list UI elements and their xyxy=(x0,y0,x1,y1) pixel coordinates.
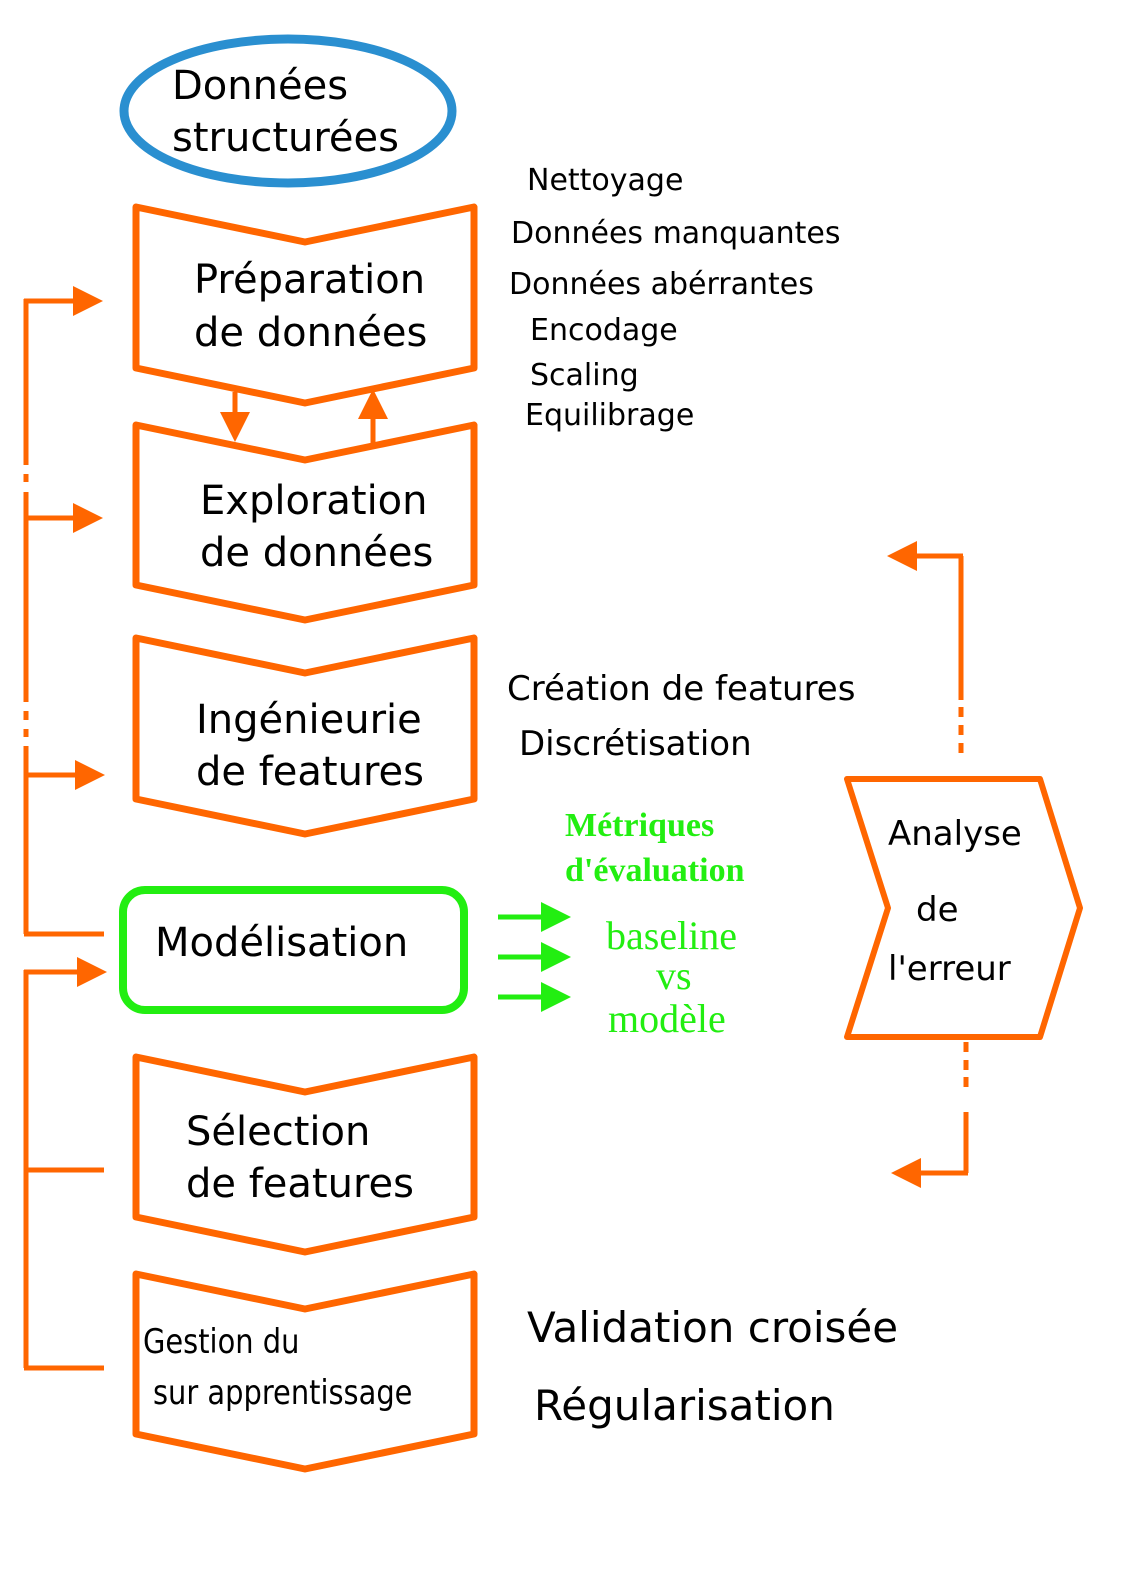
error-analysis-arrows xyxy=(887,541,969,1188)
error-analysis-line2: de xyxy=(916,890,959,930)
error-analysis-line1: Analyse xyxy=(888,814,1022,854)
eng-note-1: Création de features xyxy=(507,669,855,709)
step-selection-line2: de features xyxy=(186,1161,414,1207)
metrics-title-line1: Métriques xyxy=(565,807,714,844)
eng-note-2: Discrétisation xyxy=(519,724,752,764)
step-engineering-line1: Ingénieurie xyxy=(196,697,422,743)
step-exploration-chevron xyxy=(132,421,478,624)
step-overfitting-line2: sur apprentissage xyxy=(153,1374,412,1413)
step-modeling-box xyxy=(119,886,468,1014)
prep-note-4: Encodage xyxy=(530,313,678,348)
step-engineering-chevron xyxy=(132,634,478,838)
step-overfitting-line1: Gestion du xyxy=(143,1323,299,1362)
step-exploration-line1: Exploration xyxy=(200,478,428,524)
prep-note-3: Données abérrantes xyxy=(509,267,814,302)
metrics-line1: baseline xyxy=(606,913,737,958)
prep-note-2: Données manquantes xyxy=(511,216,841,251)
prep-note-1: Nettoyage xyxy=(527,163,683,198)
overfit-note-2: Régularisation xyxy=(534,1381,835,1430)
step-preparation-chevron xyxy=(132,203,478,407)
step-exploration-line2: de données xyxy=(200,530,433,576)
step-overfitting-chevron xyxy=(132,1270,478,1473)
prep-note-6: Equilibrage xyxy=(525,398,694,433)
metrics-line2: vs xyxy=(656,953,692,998)
left-feedback-loop xyxy=(23,286,107,1371)
error-analysis-shape xyxy=(844,776,1083,1040)
metrics-title-line2: d'évaluation xyxy=(565,852,745,889)
error-analysis-line3: l'erreur xyxy=(888,949,1011,989)
step-selection-line1: Sélection xyxy=(186,1109,370,1155)
step-modeling-label: Modélisation xyxy=(155,920,408,966)
metrics-arrows xyxy=(498,902,571,1012)
step-selection-chevron xyxy=(132,1053,478,1256)
prep-note-5: Scaling xyxy=(530,358,639,393)
start-label-line2: structurées xyxy=(172,115,399,161)
metrics-line3: modèle xyxy=(608,996,726,1041)
start-ellipse xyxy=(119,34,457,188)
step-preparation-line2: de données xyxy=(194,310,427,356)
step-preparation-line1: Préparation xyxy=(194,257,425,303)
start-label-line1: Données xyxy=(172,63,348,109)
step-engineering-line2: de features xyxy=(196,749,424,795)
overfit-note-1: Validation croisée xyxy=(527,1303,898,1352)
